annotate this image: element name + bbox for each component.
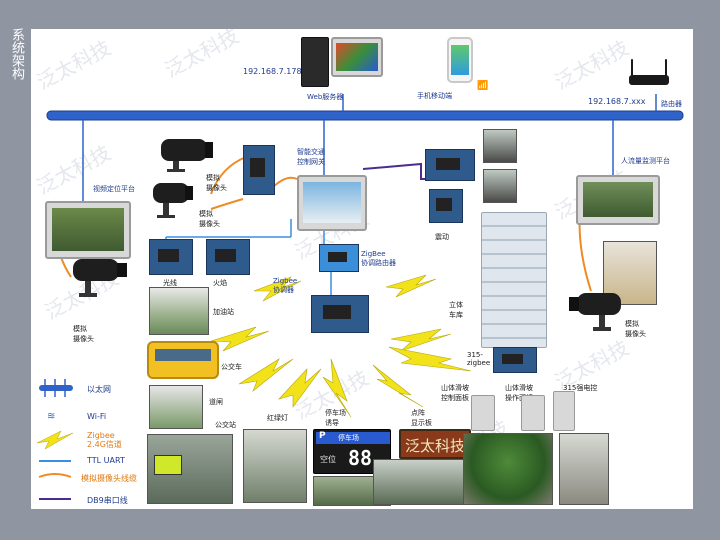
video-platform-screen [45,201,131,259]
mobile-label: 手机移动端 [417,92,452,100]
camera-board [243,145,275,195]
camera-icon [161,139,213,172]
zigbee-router-label: ZigBee 协调路由器 [361,250,396,267]
light-line-label: 光线 [163,279,177,287]
traffic-light-label: 红绿灯 [267,414,288,422]
camera-icon [569,293,621,331]
web-server-monitor [331,37,383,77]
gas-station-photo [149,287,209,335]
traffic-gateway-screen [297,175,367,231]
legend-camera-cable: 模拟摄像头线缆 [81,474,137,483]
parking-guide-label: 停车场 诱导 [325,409,346,427]
remote-315-photo [559,433,609,505]
legend-ttl: TTL UART [87,456,125,465]
fire-label: 火焰 [213,279,227,287]
wifi-icon: ≋ [47,411,56,422]
camera-icon [73,259,127,297]
road-photo [483,169,517,203]
vibration-label: 震动 [435,233,449,241]
road-photo [483,129,517,163]
ethernet-bus [46,110,684,121]
legend-db9: DB9串口线 [87,496,128,505]
dot-matrix-label: 点阵 显示板 [411,409,432,427]
camera-icon [153,183,193,218]
zigbee-coord-board [311,295,369,333]
camera-top-2-label: 模拟 摄像头 [199,210,220,228]
gate-photo [149,385,203,429]
garage-tower [481,212,547,348]
camera-right-label: 模拟 摄像头 [625,320,646,338]
legend-zigbee: Zigbee 2.4G信道 [87,431,122,449]
bus-stop-photo [147,434,233,504]
web-server-tower [301,37,329,87]
flow-platform-label: 人流量监测平台 [621,157,670,165]
mobile-phone [447,37,473,83]
traffic-gateway-label: 智能交通 控制网关 [297,148,325,166]
bus-model [147,341,219,379]
web-server-label: Web服务器 [307,93,344,101]
side-title: 系统架构 [9,28,24,80]
vibration-board-2 [429,189,463,223]
garage-label: 立体 车库 [449,301,463,319]
light-sensor-board [149,239,193,275]
parking-arrow-label: 停车场 [338,434,359,442]
legend-wifi: Wi-Fi [87,412,107,421]
bus-stop-label: 公交站 [215,421,236,429]
connection-lines [46,94,684,418]
bus-label: 公交车 [221,363,242,371]
web-server-ip: 192.168.7.178 [243,67,302,76]
router-ip: 192.168.7.xxx [588,97,646,106]
zigbee-router-board [319,244,359,272]
led-board: 泛太科技 [399,429,471,459]
router-label: 路由器 [661,100,682,108]
led-board-text: 泛太科技 [405,437,466,455]
architecture-diagram: 泛太科技 泛太科技 泛太科技 泛太科技 泛太科技 泛太科技 泛太科技 泛太科技 … [31,29,693,509]
legend-ethernet: 以太网 [87,385,111,394]
zigbee-315-label: 315- zigbee [467,351,491,367]
wifi-icon: 📶 [477,81,489,91]
zigbee-coord-label: Zigbee 协调器 [273,277,298,294]
fire-sensor-board [206,239,250,275]
traffic-light-photo [243,429,307,503]
tunnel-board-label: 山体滑坡 控制面板 [441,384,469,402]
gas-station-label: 加油站 [213,308,234,316]
camera-left-label: 模拟 摄像头 [73,325,94,343]
remote-315-label: 315强电控 [563,384,598,392]
zigbee-315-board [493,347,537,373]
parking-count: 88 [348,446,373,470]
router-antenna [665,59,667,77]
vibration-board-1 [425,149,475,181]
gate-label: 道闸 [209,398,223,406]
mountain-model-photo [463,433,553,505]
flow-platform-screen [576,175,660,225]
tunnel-op-panel [521,395,545,431]
tunnel-board-panel [471,395,495,431]
parking-sign: P 停车场 空位 88 [313,429,391,474]
parking-space-label: 空位 [320,455,336,464]
tunnel-op-label: 山体滑坡 操作面板 [505,384,533,402]
video-platform-label: 视频定位平台 [93,185,135,193]
router-device [629,75,669,85]
camera-top-1-label: 模拟 摄像头 [206,174,227,192]
remote-315-panel [553,391,575,431]
router-antenna [631,59,633,77]
parking-p-label: P [319,431,326,441]
